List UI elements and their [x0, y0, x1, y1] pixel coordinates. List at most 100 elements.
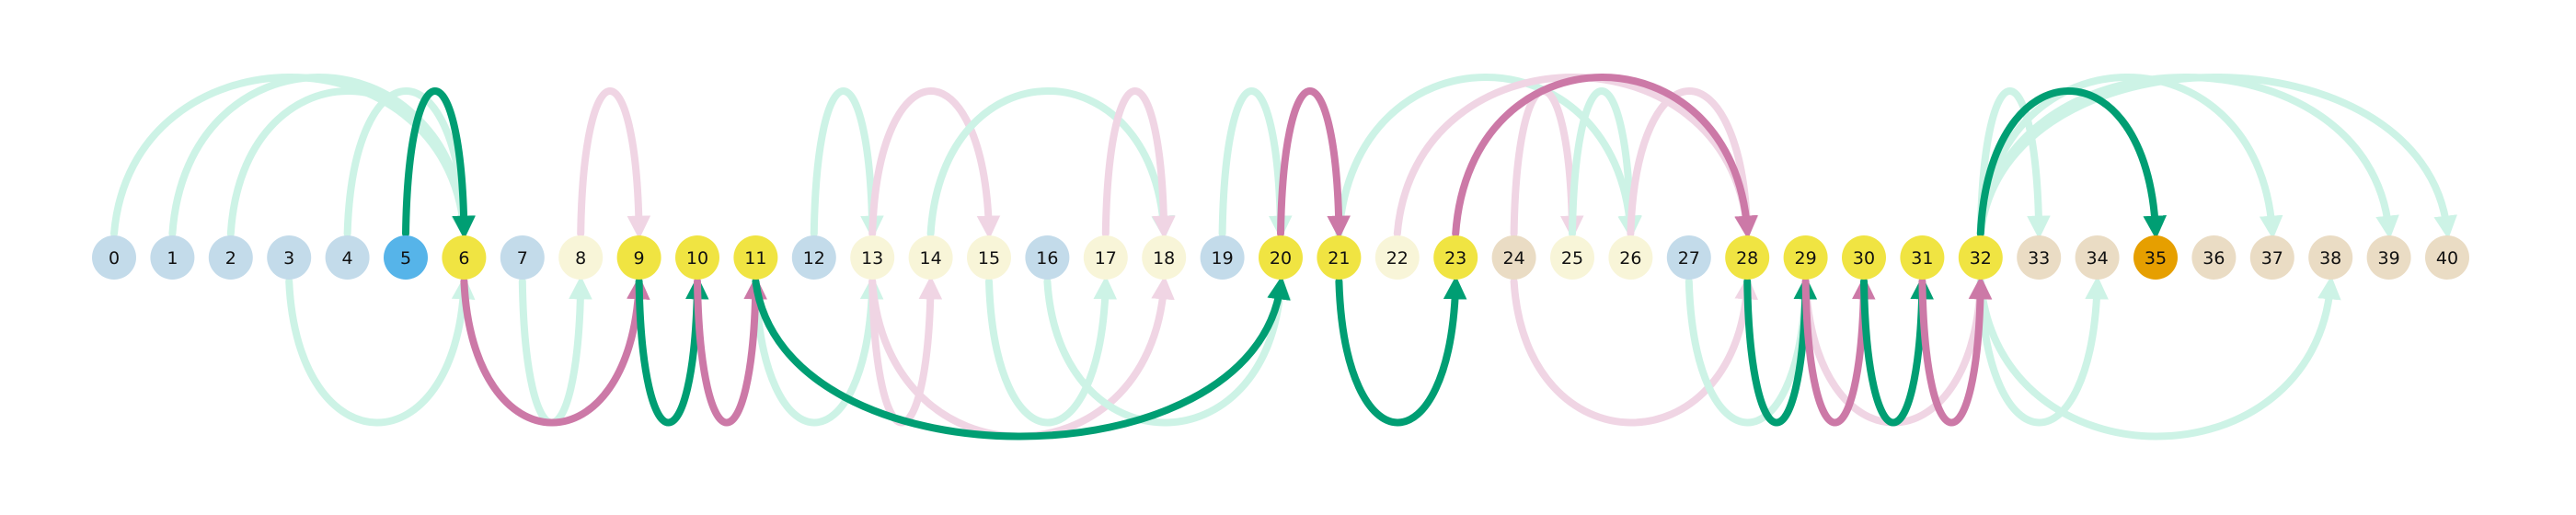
node-label: 8	[575, 248, 586, 269]
node-20: 20	[1259, 235, 1303, 280]
edge-32-to-37	[1976, 74, 2283, 240]
node-label: 11	[744, 248, 766, 269]
node-circle	[1608, 235, 1653, 280]
node-2: 2	[208, 235, 253, 280]
node-label: 21	[1328, 248, 1350, 269]
node-circle	[1783, 235, 1828, 280]
node-circle	[2075, 235, 2120, 280]
edge-26-to-28	[1627, 87, 1759, 240]
node-4: 4	[325, 235, 370, 280]
edge-11-to-20	[752, 275, 1291, 441]
node-circle	[2425, 235, 2469, 280]
node-5: 5	[384, 235, 428, 280]
edge-19-to-20	[1218, 87, 1293, 240]
node-33: 33	[2017, 235, 2062, 280]
node-circle	[558, 235, 604, 280]
edge-27-to-29	[1685, 275, 1817, 427]
node-circle	[1725, 235, 1770, 280]
edge-23-to-28	[1452, 74, 1758, 240]
node-label: 5	[400, 248, 411, 269]
node-label: 26	[1619, 248, 1641, 269]
node-40: 40	[2425, 235, 2469, 280]
node-31: 31	[1900, 235, 1945, 280]
node-circle	[675, 235, 719, 280]
edge-24-to-25	[1510, 87, 1584, 240]
node-circle	[2366, 235, 2411, 280]
node-label: 28	[1736, 248, 1758, 269]
node-label: 12	[803, 248, 825, 269]
node-circle	[1025, 235, 1070, 280]
node-label: 19	[1212, 248, 1234, 269]
edge-32-to-35	[1976, 87, 2168, 240]
node-label: 14	[920, 248, 942, 269]
node-circle	[908, 235, 953, 280]
node-label: 20	[1270, 248, 1292, 269]
edge-32-to-33	[1976, 87, 2051, 240]
edge-32-to-34	[1976, 275, 2109, 427]
edge-12-to-13	[810, 87, 884, 240]
node-label: 3	[283, 248, 294, 269]
edge-13-to-15	[868, 87, 1001, 240]
node-1: 1	[150, 235, 195, 280]
node-7: 7	[500, 235, 545, 280]
node-circle	[967, 235, 1011, 280]
node-label: 39	[2378, 248, 2400, 269]
node-label: 10	[686, 248, 708, 269]
edge-2-to-6	[226, 87, 476, 240]
edge-8-to-9	[577, 87, 651, 240]
node-circle	[791, 235, 836, 280]
highlighted-path	[402, 74, 2168, 441]
node-label: 30	[1853, 248, 1875, 269]
node-label: 18	[1153, 248, 1175, 269]
node-circle	[1550, 235, 1594, 280]
node-circle	[1842, 235, 1886, 280]
edge-5-to-6	[402, 87, 476, 240]
node-28: 28	[1725, 235, 1770, 280]
node-circle	[92, 235, 136, 280]
edge-21-to-23	[1335, 275, 1467, 427]
node-label: 13	[861, 248, 883, 269]
node-35: 35	[2133, 235, 2178, 280]
node-circle	[150, 235, 195, 280]
node-circle	[1958, 235, 2003, 280]
node-label: 24	[1503, 248, 1525, 269]
node-38: 38	[2308, 235, 2353, 280]
node-circle	[325, 235, 370, 280]
node-circle	[1491, 235, 1536, 280]
node-13: 13	[850, 235, 895, 280]
node-label: 34	[2087, 248, 2109, 269]
node-14: 14	[908, 235, 953, 280]
node-11: 11	[733, 235, 778, 280]
node-23: 23	[1433, 235, 1478, 280]
edge-6-to-9	[460, 275, 650, 427]
edge-29-to-30	[1801, 275, 1876, 427]
node-0: 0	[92, 235, 136, 280]
node-circle	[1259, 235, 1303, 280]
node-24: 24	[1491, 235, 1536, 280]
edge-20-to-21	[1277, 87, 1351, 240]
edge-14-to-18	[926, 87, 1175, 240]
edge-32-to-38	[1976, 275, 2341, 441]
edge-9-to-10	[635, 275, 709, 427]
edge-31-to-32	[1918, 275, 1993, 427]
node-39: 39	[2366, 235, 2411, 280]
node-circle	[442, 235, 487, 280]
node-circle	[267, 235, 312, 280]
node-circle	[2133, 235, 2178, 280]
node-9: 9	[616, 235, 661, 280]
edge-24-to-28	[1510, 275, 1758, 427]
node-label: 16	[1036, 248, 1058, 269]
node-27: 27	[1666, 235, 1711, 280]
node-26: 26	[1608, 235, 1653, 280]
node-label: 22	[1386, 248, 1409, 269]
edge-11-to-13	[752, 275, 884, 427]
edge-32-to-40	[1976, 74, 2457, 240]
node-circle	[1666, 235, 1711, 280]
node-circle	[616, 235, 661, 280]
edge-29-to-32	[1801, 275, 1992, 427]
node-circle	[1142, 235, 1187, 280]
node-label: 31	[1911, 248, 1933, 269]
edge-16-to-20	[1043, 275, 1292, 427]
